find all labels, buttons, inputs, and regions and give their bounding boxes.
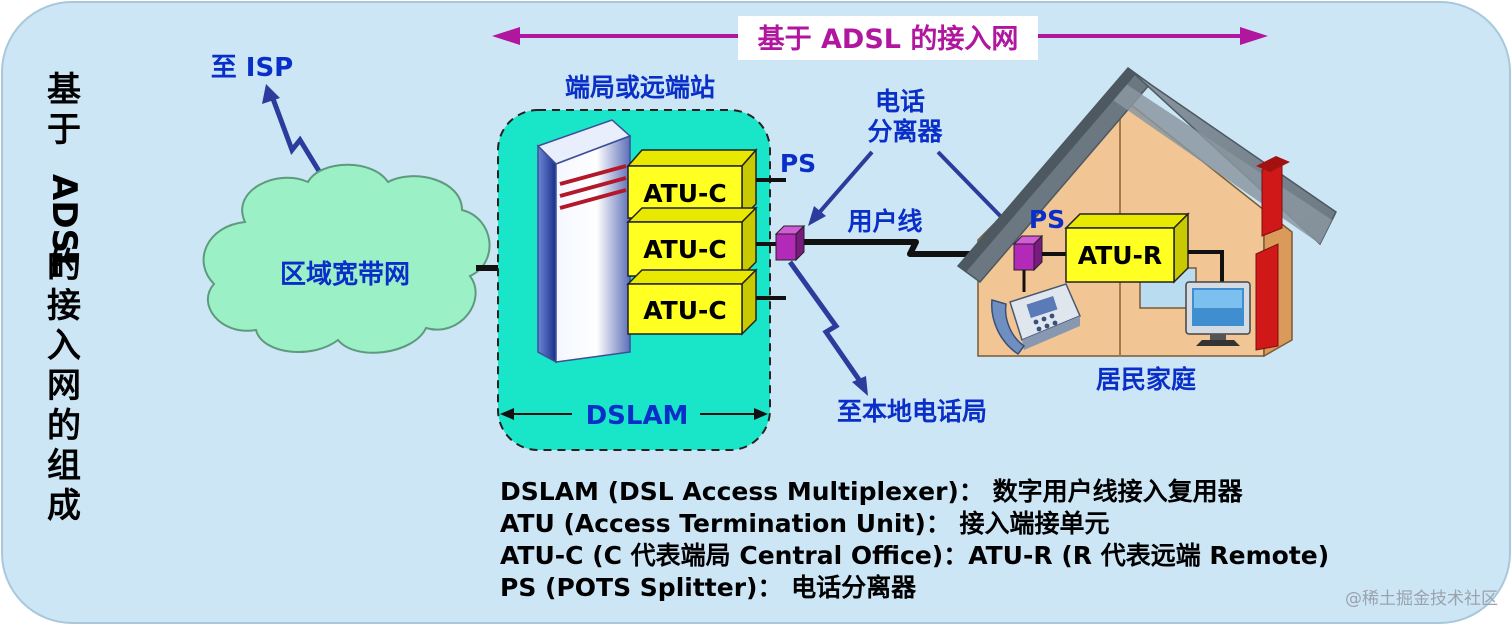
splitter-pointer-left-head xyxy=(808,206,826,226)
ps-splitter-left xyxy=(774,224,806,262)
legend-dslam: DSLAM (DSL Access Multiplexer)： 数字用户线接入复… xyxy=(500,477,1243,506)
watermark: @稀土掘金技术社区 xyxy=(1345,589,1498,609)
home-label: 居民家庭 xyxy=(1096,365,1196,394)
vertical-title-char: 网 xyxy=(47,366,81,406)
user-line xyxy=(804,239,1016,257)
splitter-pointer-left xyxy=(816,150,874,216)
local-office-arrowhead xyxy=(852,376,868,396)
chimney xyxy=(1255,156,1290,351)
telephone-icon xyxy=(991,283,1081,356)
atu-c-module-3: ATU-C xyxy=(626,268,758,336)
vertical-title-adsl: ADSL xyxy=(44,174,84,275)
atu-r-to-pc-line xyxy=(1188,250,1224,284)
splitter-pointer-right xyxy=(936,150,1012,228)
cloud-label: 区域宽带网 xyxy=(280,259,410,290)
isp-link-zigzag xyxy=(269,95,325,178)
banner-title: 基于 ADSL 的接入网 xyxy=(758,23,1019,55)
ps-label-right: PS xyxy=(1029,205,1065,234)
legend-atu: ATU (Access Termination Unit)： 接入端接单元 xyxy=(500,509,1110,538)
atu-c-label-1: ATU-C xyxy=(643,179,726,208)
to-local-office-label: 至本地电话局 xyxy=(837,397,987,426)
splitter-label-line1: 电话 xyxy=(875,87,925,116)
computer-icon xyxy=(1185,281,1251,346)
atu-r-module: ATU-R xyxy=(1064,212,1190,284)
vertical-title-char: 于 xyxy=(47,110,81,150)
ps-label-left: PS xyxy=(780,149,816,178)
splitter-label-line2: 分离器 xyxy=(867,117,943,146)
atu-r-label: ATU-R xyxy=(1078,241,1162,270)
vertical-title-char: 接 xyxy=(47,286,81,326)
dslam-span-arrow xyxy=(500,408,768,420)
vertical-title-char: 的 xyxy=(47,246,81,286)
central-office-label: 端局或远端站 xyxy=(565,73,715,102)
vertical-title-char: 基 xyxy=(47,70,81,110)
atu-c-label-2: ATU-C xyxy=(643,235,726,264)
vertical-title: 基 于 ADSL 的 接 入 网 的 组 成 xyxy=(40,70,88,526)
isp-link-arrowhead xyxy=(262,84,280,104)
vertical-title-char: 的 xyxy=(47,406,81,446)
dslam-server xyxy=(536,119,632,364)
to-isp-label: 至 ISP xyxy=(211,53,294,83)
legend: DSLAM (DSL Access Multiplexer)： 数字用户线接入复… xyxy=(500,476,1329,604)
legend-ps: PS (POTS Splitter)： 电话分离器 xyxy=(500,573,917,602)
banner-arrow xyxy=(492,16,1268,60)
vertical-title-char: 成 xyxy=(47,486,81,526)
user-line-label: 用户线 xyxy=(847,207,922,236)
atu-c-label-3: ATU-C xyxy=(643,296,726,325)
legend-atu-c-r: ATU-C (C 代表端局 Central Office)：ATU-R (R 代… xyxy=(500,541,1330,570)
ps-splitter-right xyxy=(1012,234,1044,272)
dslam-label: DSLAM xyxy=(586,401,689,431)
vertical-title-char: 入 xyxy=(47,326,81,366)
regional-broadband-cloud xyxy=(202,163,491,354)
local-office-zigzag xyxy=(787,260,865,386)
vertical-title-char: 组 xyxy=(47,446,81,486)
atu-c-module-2: ATU-C xyxy=(626,206,758,278)
